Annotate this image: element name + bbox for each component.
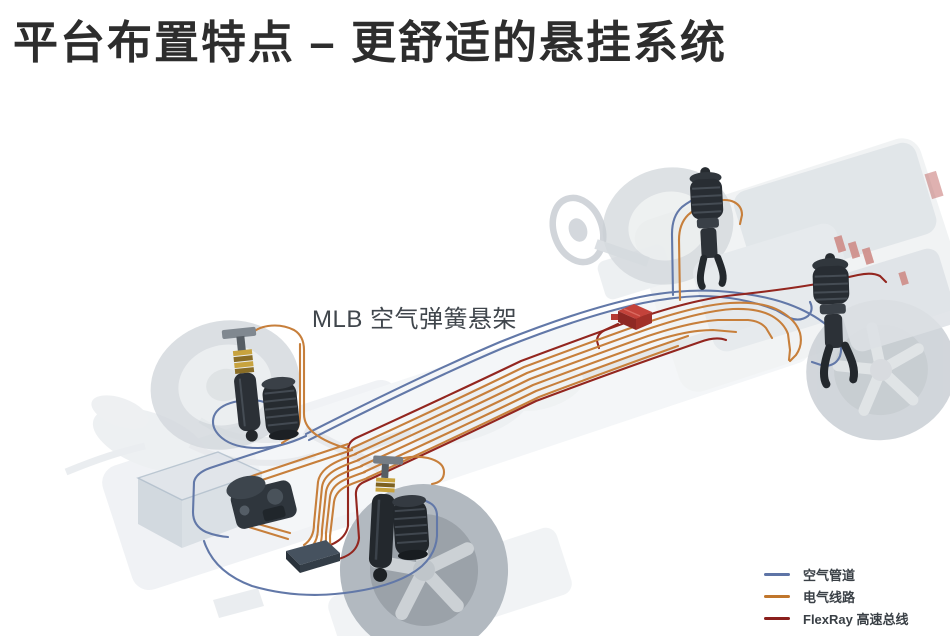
legend-label: FlexRay 高速总线 [803,611,909,627]
legend-item-air-pipe: 空气管道 [764,566,908,583]
front-right-air-strut [812,253,859,389]
diagram-caption: MLB 空气弹簧悬架 [312,306,518,333]
legend: 空气管道 电气线路 FlexRay 高速总线 [764,566,908,632]
legend-label: 电气线路 [803,589,856,605]
engine-red-accents [833,235,909,286]
legend-label: 空气管道 [803,567,856,583]
rear-right-air-spring [392,494,430,561]
air-compressor [226,475,297,529]
rear-left-air-strut [221,326,300,442]
steering-wheel [549,194,650,267]
front-left-air-strut [689,167,727,290]
legend-item-electrical: 电气线路 [764,588,908,605]
air-pipe-line-swatch [764,572,790,576]
front-right-wheel [806,299,950,441]
ecu-red-box [611,304,652,330]
legend-item-flexray: FlexRay 高速总线 [764,610,909,627]
rear-left-air-spring [261,376,300,441]
flexray-line-swatch [764,616,790,620]
page-title: 平台布置特点 – 更舒适的悬挂系统 [13,17,728,68]
rear-right-air-strut [368,455,430,582]
control-module [286,540,340,573]
electrical-line-swatch [764,594,790,598]
